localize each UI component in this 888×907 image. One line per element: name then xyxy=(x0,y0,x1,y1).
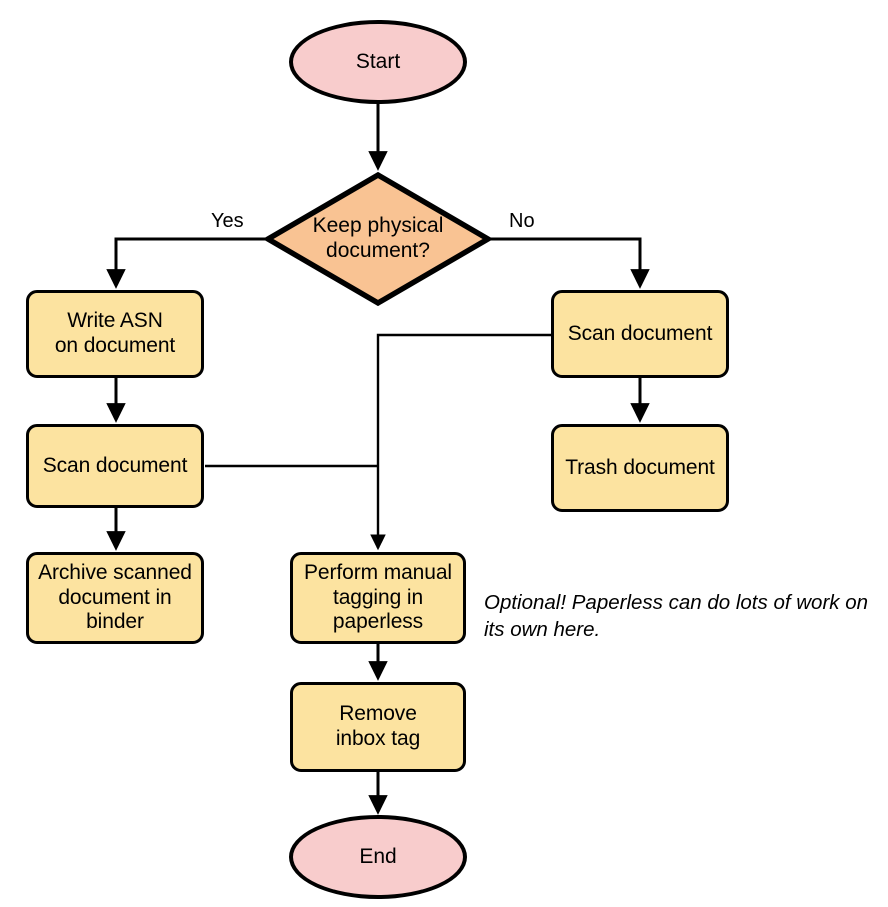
node-keep-physical-document-label: Keep physical document? xyxy=(312,214,444,262)
edge-keep-no-to-scan-right xyxy=(490,237,650,289)
node-start[interactable]: Start xyxy=(289,20,467,104)
node-scan-document-left[interactable]: Scan document xyxy=(26,424,204,508)
node-end-label: End xyxy=(359,844,397,868)
node-perform-manual-tagging-label: Perform manual tagging in paperless xyxy=(304,560,452,634)
node-trash-document[interactable]: Trash document xyxy=(551,424,729,512)
node-scan-document-left-label: Scan document xyxy=(42,453,188,477)
edge-label-no: No xyxy=(509,210,535,232)
node-start-label: Start xyxy=(355,49,401,73)
diamond-shape xyxy=(265,172,491,306)
node-write-asn-on-document-label: Write ASN on document xyxy=(54,309,176,357)
node-archive-scanned-document[interactable]: Archive scanned document in binder xyxy=(26,552,204,644)
node-remove-inbox-tag-label: Remove inbox tag xyxy=(335,702,421,750)
edge-keep-yes-to-write-asn xyxy=(106,237,265,289)
node-end[interactable]: End xyxy=(289,815,467,899)
node-write-asn-on-document[interactable]: Write ASN on document xyxy=(26,290,204,378)
node-scan-document-right-label: Scan document xyxy=(567,321,713,345)
optional-note: Optional! Paperless can do lots of work … xyxy=(484,591,869,642)
edge-label-yes: Yes xyxy=(211,210,244,232)
node-archive-scanned-document-label: Archive scanned document in binder xyxy=(38,560,192,634)
node-trash-document-label: Trash document xyxy=(565,455,715,479)
node-remove-inbox-tag[interactable]: Remove inbox tag xyxy=(290,682,466,772)
edge-scan-right-to-tagging xyxy=(370,333,551,551)
node-scan-document-right[interactable]: Scan document xyxy=(551,290,729,378)
node-keep-physical-document[interactable]: Keep physical document? xyxy=(265,172,491,306)
node-perform-manual-tagging[interactable]: Perform manual tagging in paperless xyxy=(290,552,466,644)
